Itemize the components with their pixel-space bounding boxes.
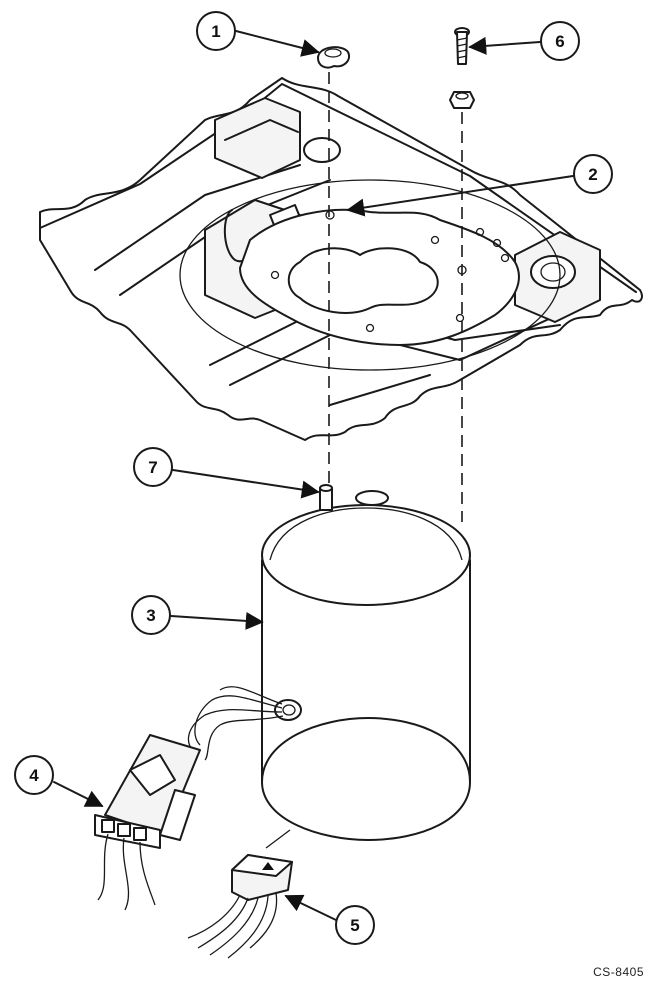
electrical-connector [95, 735, 200, 910]
canister [262, 485, 470, 840]
callout-5: 5 [286, 896, 374, 944]
nut [450, 92, 474, 108]
callout-4-label: 4 [29, 766, 39, 785]
callout-7: 7 [134, 448, 318, 492]
callout-3: 3 [132, 596, 262, 634]
callout-1: 1 [197, 12, 318, 52]
screw [455, 28, 469, 64]
figure-code: CS-8405 [593, 965, 644, 979]
callout-6: 6 [470, 22, 579, 60]
callout-6-label: 6 [555, 32, 564, 51]
callout-7-label: 7 [148, 458, 157, 477]
callout-4: 4 [15, 756, 102, 806]
callout-2-label: 2 [588, 165, 597, 184]
callout-3-label: 3 [146, 606, 155, 625]
mounting-plate [40, 78, 642, 440]
callout-1-label: 1 [211, 22, 220, 41]
callout-5-label: 5 [350, 916, 359, 935]
retainer-clip [318, 47, 349, 67]
plug-connector [188, 830, 292, 958]
